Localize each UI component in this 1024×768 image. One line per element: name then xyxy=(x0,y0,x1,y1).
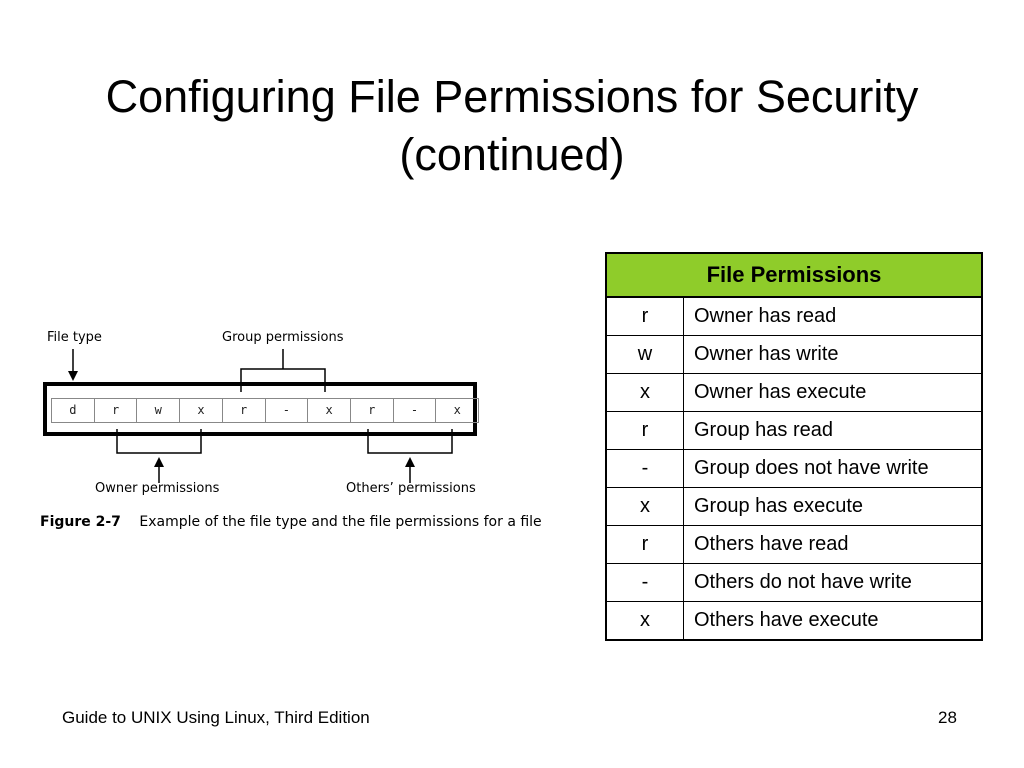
figure-number: Figure 2-7 xyxy=(40,514,121,530)
table-row: x Group has execute xyxy=(605,487,983,526)
others-arrow-head xyxy=(405,457,415,467)
others-bracket xyxy=(367,429,453,454)
permission-string: d r w x r - x r - x xyxy=(51,398,479,423)
permission-symbol: x xyxy=(605,487,684,526)
perm-cell-owner-read: r xyxy=(95,399,138,422)
perm-cell-group-execute: x xyxy=(308,399,351,422)
perm-cell-owner-write: w xyxy=(137,399,181,422)
table-row: x Others have execute xyxy=(605,601,983,641)
table-row: r Group has read xyxy=(605,411,983,450)
permission-description: Group does not have write xyxy=(683,449,983,488)
permissions-figure: File type Group permissions d r w x r - … xyxy=(38,325,578,540)
table-row: - Group does not have write xyxy=(605,449,983,488)
footer-book-title: Guide to UNIX Using Linux, Third Edition xyxy=(62,708,370,727)
slide-title: Configuring File Permissions for Securit… xyxy=(0,68,1024,184)
permission-symbol: r xyxy=(605,525,684,564)
file-type-arrow-head xyxy=(68,371,78,381)
owner-bracket xyxy=(116,429,202,454)
permission-description: Owner has execute xyxy=(683,373,983,412)
perm-cell-group-read: r xyxy=(223,399,266,422)
permission-symbol: x xyxy=(605,373,684,412)
perm-cell-others-read: r xyxy=(351,399,394,422)
table-row: w Owner has write xyxy=(605,335,983,374)
perm-cell-others-execute: x xyxy=(453,403,461,417)
slide-title-line2: (continued) xyxy=(399,129,625,180)
table-row: x Owner has execute xyxy=(605,373,983,412)
others-permissions-label: Others’ permissions xyxy=(346,481,476,496)
perm-cell-file-type: d xyxy=(52,399,95,422)
table-header-row: File Permissions xyxy=(605,252,983,298)
perm-cell-others-write: - xyxy=(394,399,437,422)
figure-lines xyxy=(68,349,453,483)
perm-cell-owner-execute: x xyxy=(180,399,223,422)
permission-symbol: r xyxy=(605,411,684,450)
permission-description: Group has read xyxy=(683,411,983,450)
table-row: - Others do not have write xyxy=(605,563,983,602)
figure-caption-text: Example of the file type and the file pe… xyxy=(139,514,542,530)
owner-permissions-label: Owner permissions xyxy=(95,481,220,496)
table-row: r Others have read xyxy=(605,525,983,564)
owner-arrow-head xyxy=(154,457,164,467)
permission-string-box xyxy=(43,382,477,436)
table-header: File Permissions xyxy=(605,252,983,298)
permission-symbol: r xyxy=(605,296,684,336)
permission-description: Others have read xyxy=(683,525,983,564)
permission-description: Group has execute xyxy=(683,487,983,526)
file-type-label: File type xyxy=(47,330,102,345)
permission-description: Owner has write xyxy=(683,335,983,374)
permission-description: Others have execute xyxy=(683,601,983,641)
perm-cell-group-write: - xyxy=(266,399,309,422)
slide-title-line1: Configuring File Permissions for Securit… xyxy=(105,71,919,122)
permission-description: Others do not have write xyxy=(683,563,983,602)
permission-symbol: - xyxy=(605,449,684,488)
permission-symbol: - xyxy=(605,563,684,602)
group-permissions-label: Group permissions xyxy=(222,330,344,345)
permission-description: Owner has read xyxy=(683,296,983,336)
permission-symbol: w xyxy=(605,335,684,374)
footer-page-number: 28 xyxy=(938,708,957,727)
file-permissions-table: File Permissions r Owner has read w Owne… xyxy=(605,252,983,641)
figure-caption: Figure 2-7 Example of the file type and … xyxy=(40,514,542,530)
permission-symbol: x xyxy=(605,601,684,641)
table-row: r Owner has read xyxy=(605,296,983,336)
